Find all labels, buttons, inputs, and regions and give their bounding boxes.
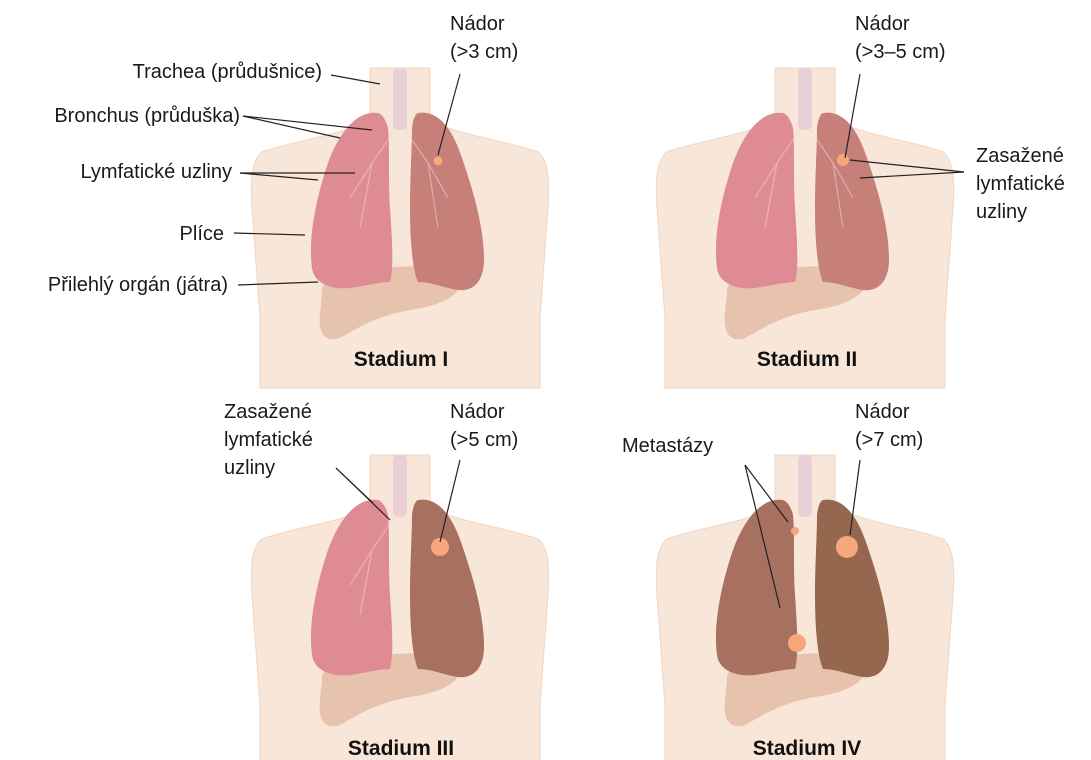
label-tumor-size: (>3 cm): [450, 41, 518, 63]
label-affected-nodes: Zasažené: [224, 401, 312, 423]
label-affected-nodes: lymfatické: [976, 173, 1065, 195]
trachea: [393, 455, 407, 517]
label-tumor: Nádor: [855, 13, 910, 35]
label-trachea: Trachea (průdušnice): [133, 61, 322, 83]
panel-stage-1: [251, 68, 548, 388]
metastasis: [791, 527, 799, 535]
panel-stage-2: [656, 68, 953, 388]
label-affected-nodes: uzliny: [976, 201, 1027, 223]
label-tumor-size: (>5 cm): [450, 429, 518, 451]
label-tumor: Nádor: [450, 401, 505, 423]
label-lymph-nodes: Lymfatické uzliny: [80, 161, 232, 183]
label-bronchus: Bronchus (průduška): [54, 105, 240, 127]
label-metastasis: Metastázy: [622, 435, 713, 457]
label-affected-nodes: Zasažené: [976, 145, 1064, 167]
trachea: [798, 455, 812, 517]
label-liver: Přilehlý orgán (játra): [48, 274, 228, 296]
trachea: [393, 68, 407, 130]
panel-title: Stadium IV: [753, 737, 862, 760]
label-lung: Plíce: [180, 223, 224, 245]
panel-title: Stadium III: [348, 737, 454, 760]
trachea: [798, 68, 812, 130]
tumor: [836, 536, 858, 558]
panel-stage-4: [656, 455, 953, 760]
metastasis: [788, 634, 806, 652]
label-affected-nodes: lymfatické: [224, 429, 313, 451]
tumor: [434, 157, 443, 166]
label-affected-nodes: uzliny: [224, 457, 275, 479]
panel-title: Stadium I: [354, 348, 449, 371]
panel-title: Stadium II: [757, 348, 857, 371]
panel-stage-3: [251, 455, 548, 760]
tumor: [837, 154, 849, 166]
label-tumor: Nádor: [450, 13, 505, 35]
label-tumor-size: (>7 cm): [855, 429, 923, 451]
label-tumor-size: (>3–5 cm): [855, 41, 946, 63]
label-tumor: Nádor: [855, 401, 910, 423]
